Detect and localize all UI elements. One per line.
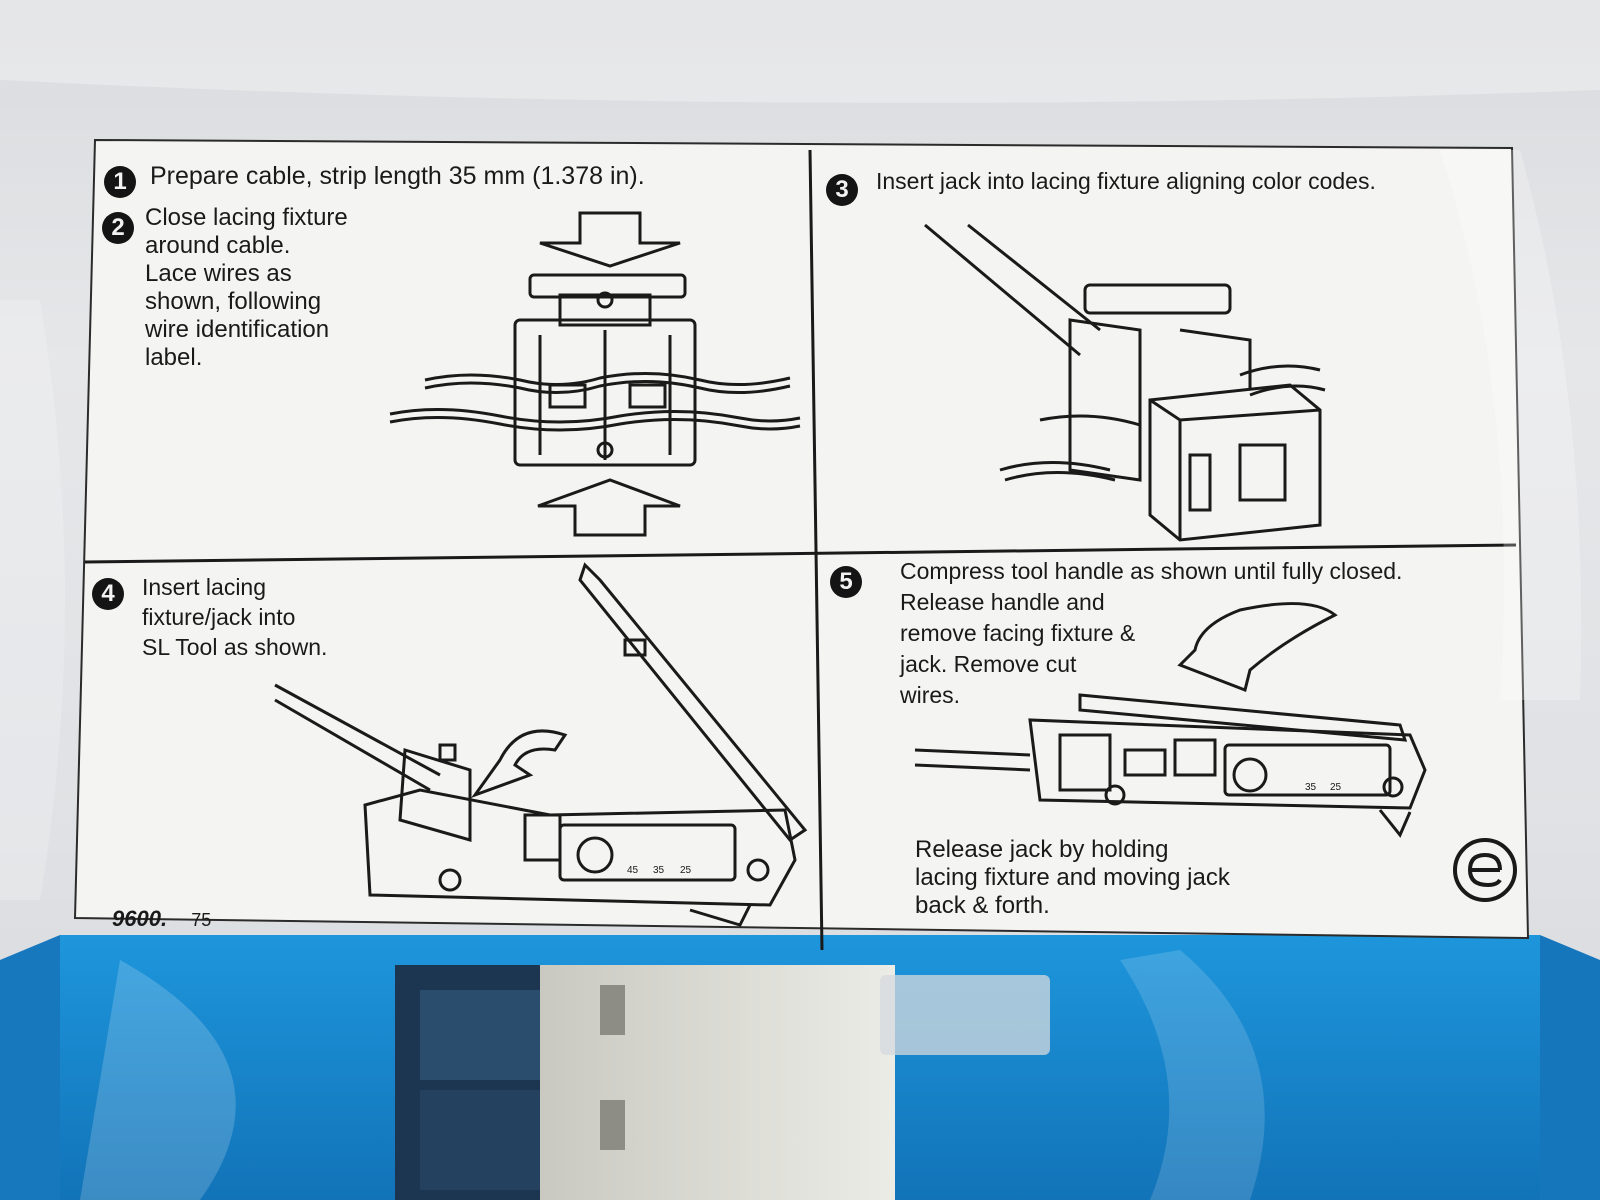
step-2-line: shown, following (145, 288, 322, 315)
step-5-line: remove facing fixture & (900, 620, 1136, 646)
panel-dividers (84, 149, 1517, 951)
sl-tool-open-illustration (274, 562, 808, 927)
step-5-line: Compress tool handle as shown until full… (900, 558, 1403, 584)
step-2-line: Lace wires as (145, 260, 292, 287)
step-2-number: 2 (102, 212, 134, 244)
scale-marks-tool5: 35 25 (1305, 782, 1342, 793)
release-note-line: Release jack by holding (915, 836, 1169, 863)
curved-arrow-icon (470, 729, 568, 799)
step-5-line: jack. Remove cut (900, 651, 1077, 677)
lacing-fixture-illustration (389, 211, 801, 537)
part-number: 9600. 75 (112, 906, 211, 932)
curved-arrow-icon (1177, 602, 1338, 693)
rj45-jack-product (395, 965, 1050, 1200)
step-3-text: Insert jack into lacing fixture aligning… (876, 168, 1376, 194)
arrow-up-icon (537, 478, 681, 537)
release-note-line: lacing fixture and moving jack (915, 864, 1230, 891)
step-4-number: 4 (92, 578, 124, 610)
part-number-prefix: 9600. (112, 906, 168, 931)
part-number-suffix: 75 (191, 910, 212, 930)
release-note-line: back & forth. (915, 892, 1050, 919)
step-1-text: Prepare cable, strip length 35 mm (1.378… (150, 162, 645, 190)
step-5-number: 5 (830, 566, 862, 598)
step-2-line: label. (145, 344, 203, 371)
step-3-number: 3 (826, 174, 858, 206)
svg-text:45: 45 (627, 865, 639, 876)
step-1-number: 1 (104, 166, 136, 198)
step-2-text: Close lacing fixture around cable. Lace … (145, 204, 348, 372)
step-2-line: around cable. (145, 232, 291, 259)
step-5-line: wires. (900, 682, 961, 708)
step-4-line: fixture/jack into (142, 604, 296, 630)
release-note-text: Release jack by holding lacing fixture a… (915, 836, 1230, 920)
step-4-line: SL Tool as shown. (142, 634, 328, 660)
step-5-text: Compress tool handle as shown until full… (900, 556, 1402, 711)
arrow-down-icon (539, 211, 681, 268)
step-2-line: Close lacing fixture (145, 204, 348, 231)
instruction-label (73, 138, 1530, 940)
svg-text:35: 35 (1305, 782, 1317, 793)
step-4-line: Insert lacing (142, 574, 267, 600)
step-5-line: Release handle and (900, 589, 1105, 615)
recycle-e-icon (1453, 838, 1517, 902)
svg-text:25: 25 (1330, 782, 1342, 793)
svg-text:35: 35 (653, 865, 665, 876)
svg-text:25: 25 (680, 865, 692, 876)
step-4-text: Insert lacing fixture/jack into SL Tool … (142, 572, 327, 662)
sl-tool-closed-illustration (914, 602, 1427, 838)
jack-insertion-illustration (924, 223, 1326, 542)
step-2-line: wire identification (145, 316, 330, 343)
scale-marks-tool4: 45 35 25 (627, 865, 692, 876)
